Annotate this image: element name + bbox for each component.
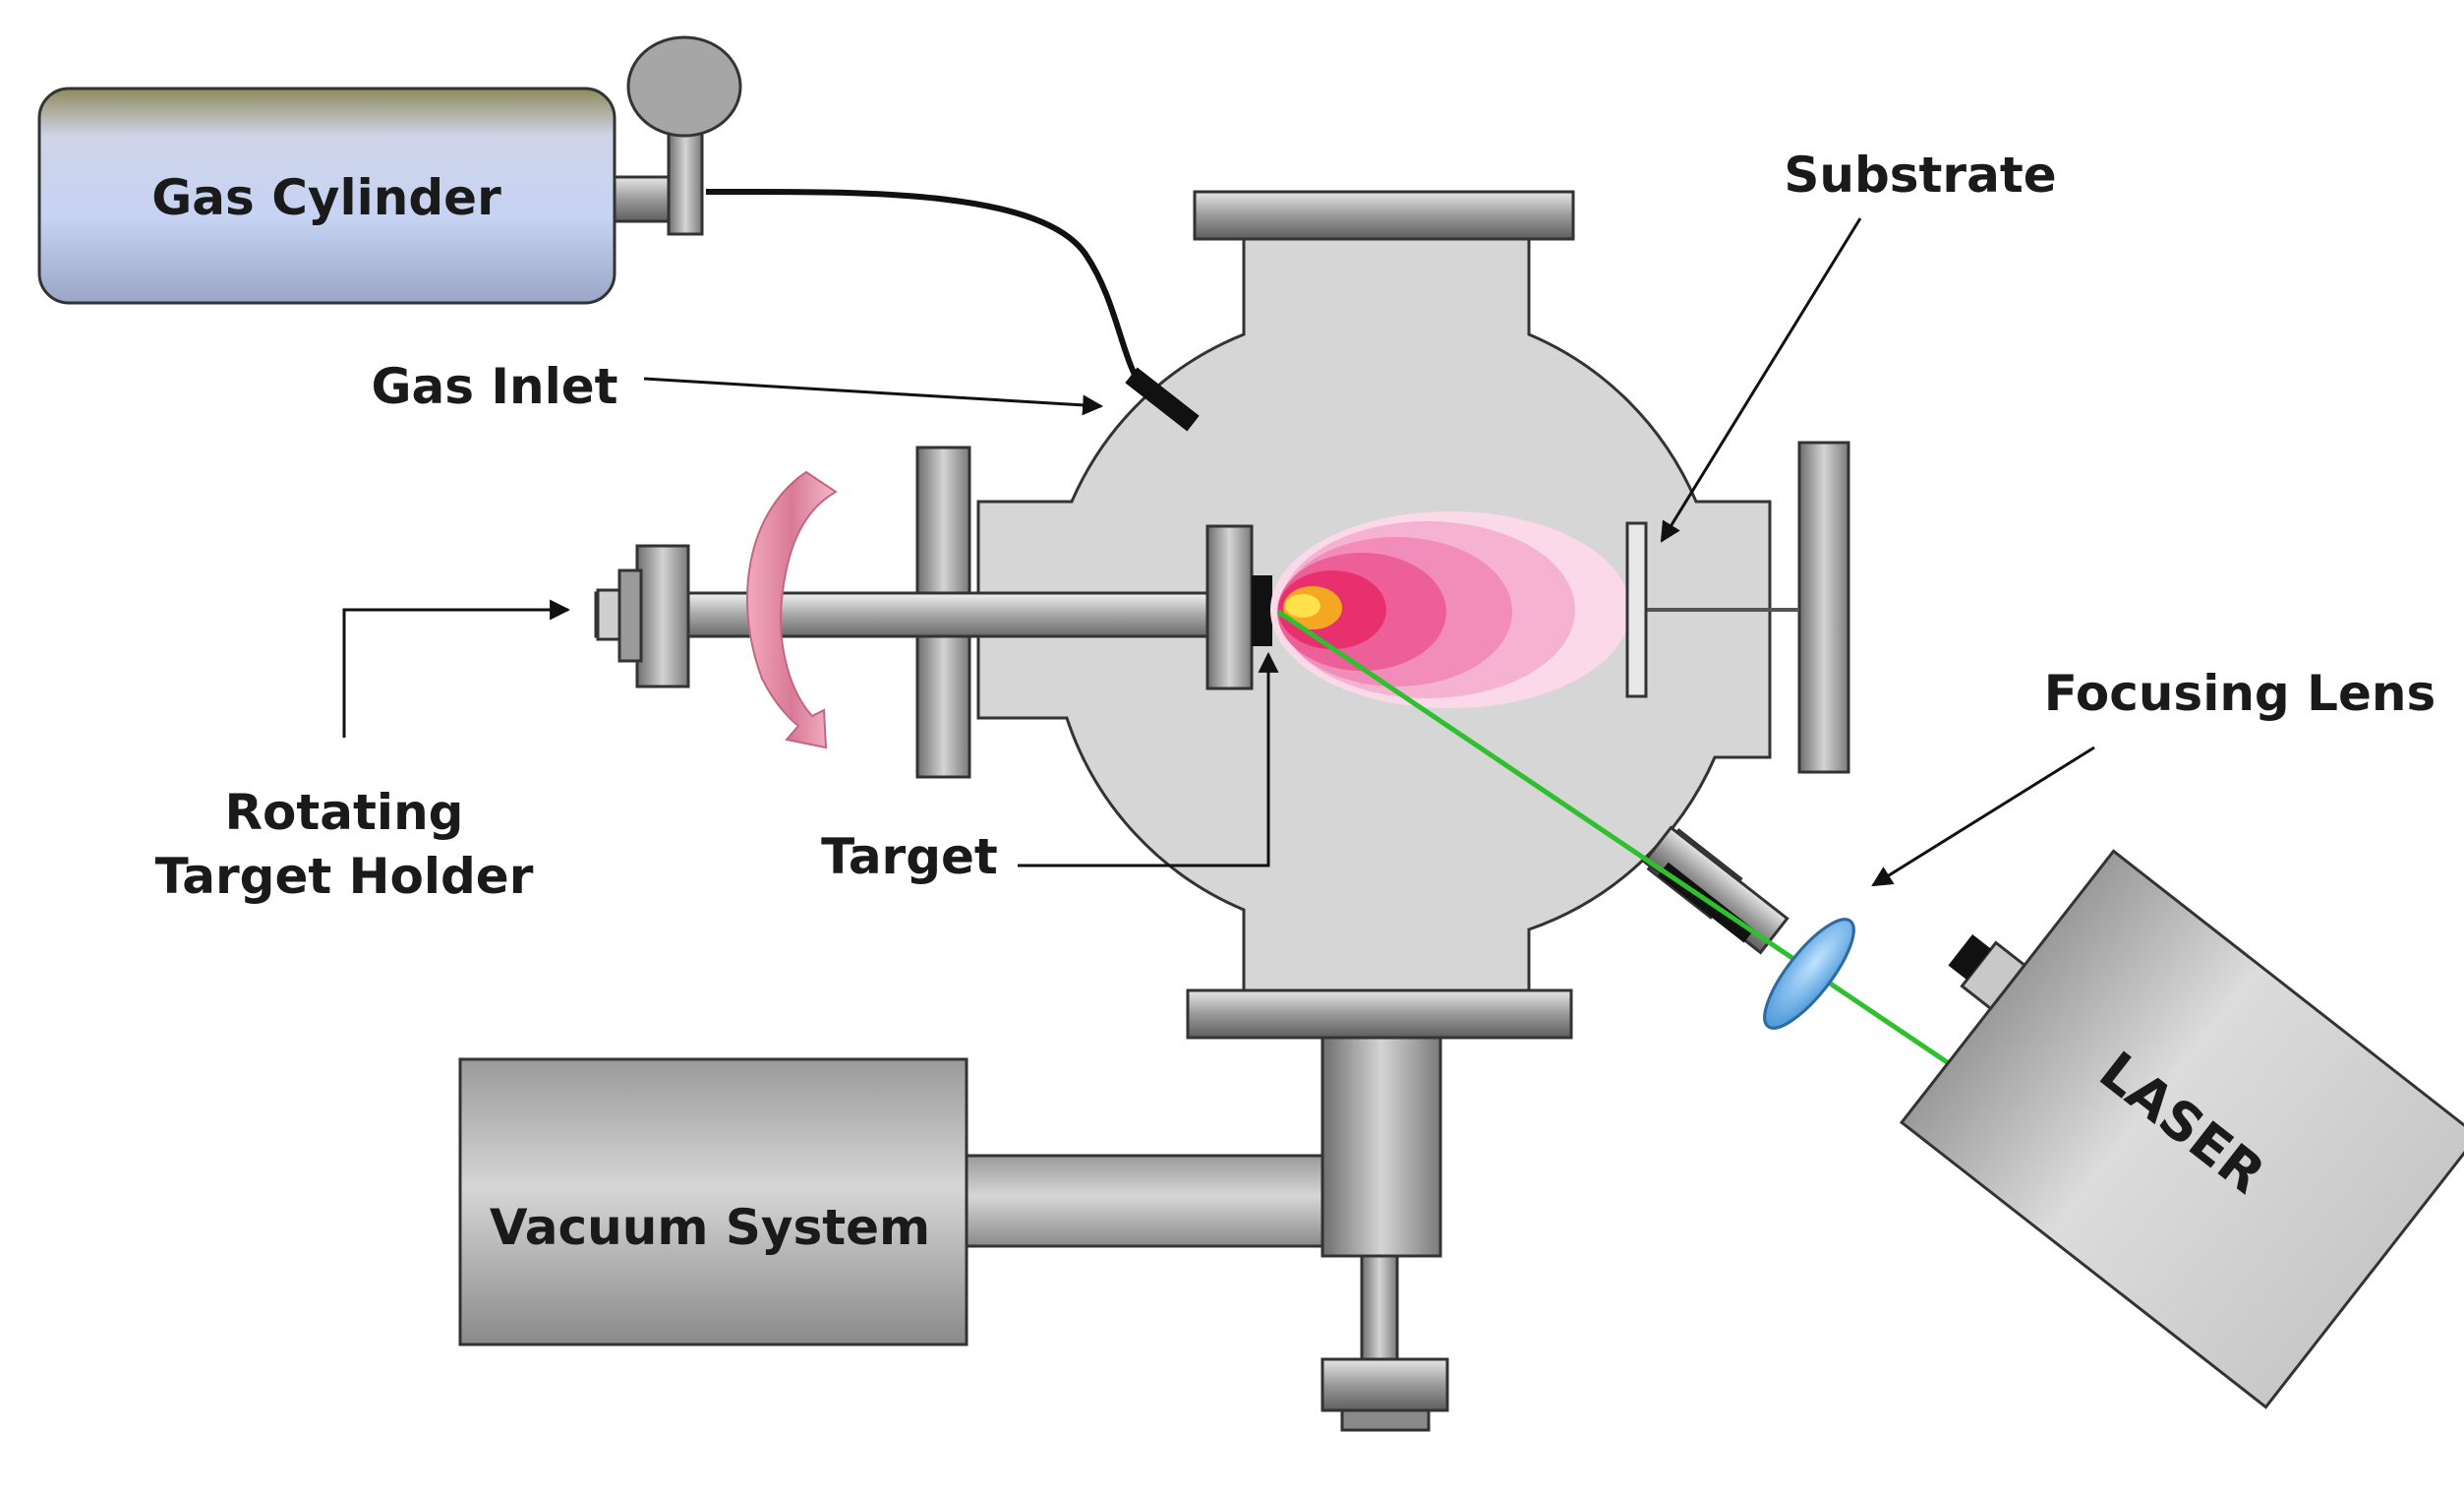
- vacuum-system-label: Vacuum System: [490, 1199, 930, 1256]
- rotating-target-holder-label-line2: Target Holder: [155, 848, 534, 905]
- target-holder: [1205, 524, 1254, 690]
- target: [1252, 575, 1272, 646]
- substrate-label: Substrate: [1784, 147, 2056, 204]
- focusing-lens: [1763, 918, 1855, 1030]
- plasma-plume: [1270, 511, 1630, 708]
- laser-beam: [1276, 609, 1978, 1085]
- substrate: [1625, 521, 1648, 698]
- gas-line: [705, 188, 1144, 388]
- gas-cylinder: Gas Cylinder: [37, 35, 742, 305]
- target-rod: [594, 591, 1215, 638]
- rod-collar: [635, 544, 690, 688]
- target-label: Target: [821, 828, 998, 885]
- rotating-target-holder-label-line1: Rotating: [225, 784, 464, 841]
- focusing-lens-label: Focusing Lens: [2044, 665, 2436, 722]
- laser: LASER: [1899, 849, 2464, 1409]
- right-flange: [1797, 441, 1850, 774]
- callout-arrows: [342, 217, 2095, 887]
- gas-inlet-fitting: [1125, 367, 1200, 432]
- vacuum-system: Vacuum System: [458, 1036, 1449, 1432]
- curved-arrow-icon: [746, 470, 838, 749]
- gas-inlet-label: Gas Inlet: [371, 358, 617, 415]
- gas-cylinder-label: Gas Cylinder: [151, 169, 501, 226]
- rod-end-cap: [596, 588, 621, 641]
- valve-knob-icon: [626, 35, 742, 138]
